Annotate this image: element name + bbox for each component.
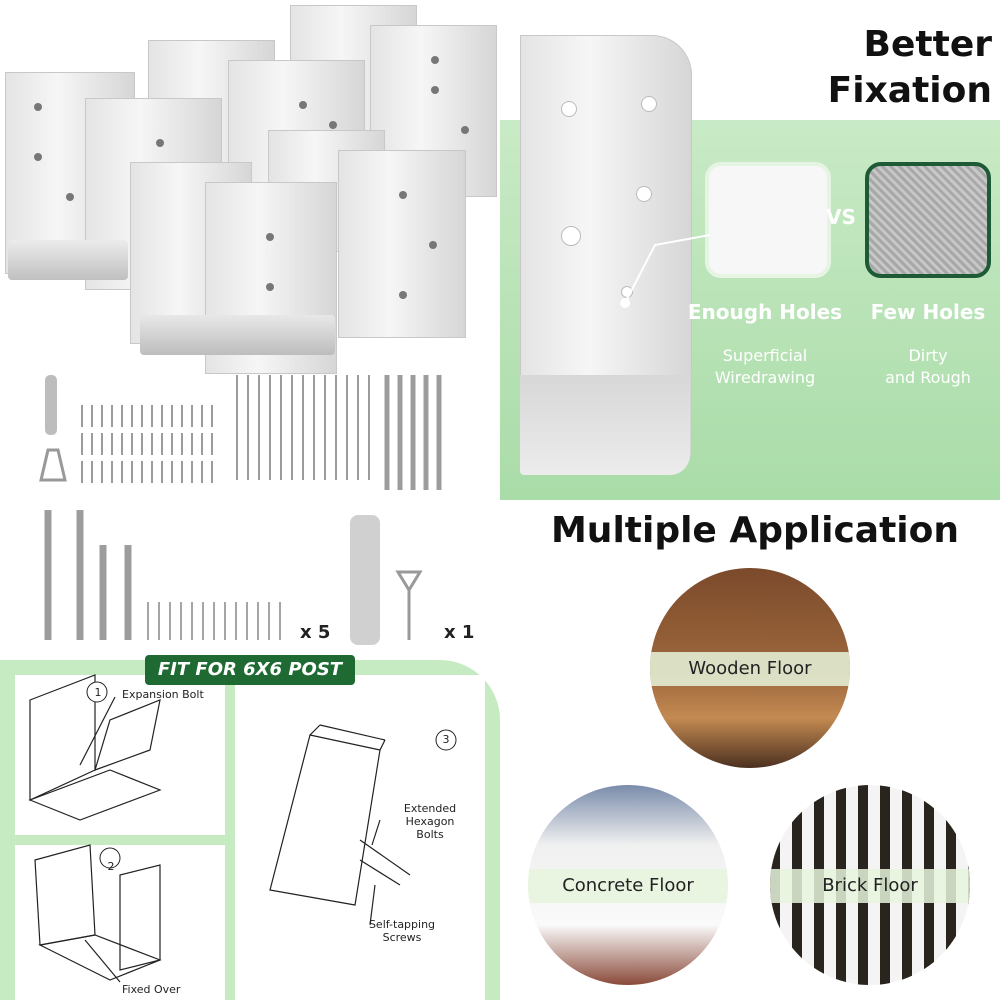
self-tapping-callout: Self-tapping Screws xyxy=(362,918,442,944)
step3-number: 3 xyxy=(442,733,450,746)
fit-post-badge: FIT FOR 6X6 POST xyxy=(145,655,355,685)
fixation-heading-line1: Better xyxy=(863,24,992,65)
fixed-over-callout: Fixed Over xyxy=(122,983,181,996)
hexagon-callout-line1: Extended Hexagon xyxy=(403,802,457,828)
step2-number: 2 xyxy=(107,860,115,873)
concrete-floor-label: Concrete Floor xyxy=(528,869,728,903)
brick-floor-label: Brick Floor xyxy=(770,869,970,903)
few-holes-title: Few Holes xyxy=(870,300,986,324)
enough-holes-sample xyxy=(705,162,831,278)
tools-quantity: x 1 xyxy=(444,622,475,643)
vs-label: VS xyxy=(826,205,856,229)
enough-holes-title: Enough Holes xyxy=(687,300,843,324)
self-tapping-line1: Self-tapping xyxy=(368,918,436,931)
hexagon-bolts-callout: Extended Hexagon Bolts xyxy=(380,802,480,841)
fixation-heading-line2: Fixation xyxy=(827,70,992,111)
wooden-floor-label: Wooden Floor xyxy=(650,652,850,686)
few-holes-sample xyxy=(865,162,991,278)
enough-holes-sub2: Wiredrawing xyxy=(714,368,816,387)
wooden-floor-circle: Wooden Floor xyxy=(650,568,850,768)
few-holes-sub1: Dirty xyxy=(908,346,948,365)
big-bracket-image xyxy=(500,35,692,495)
few-holes-sub2: and Rough xyxy=(885,368,971,387)
brick-floor-circle: Brick Floor xyxy=(770,785,970,985)
diagram-drawings xyxy=(28,674,457,983)
diagram-step3 xyxy=(235,675,485,1000)
step1-number: 1 xyxy=(94,686,102,699)
application-heading: Multiple Application xyxy=(550,510,960,551)
enough-holes-sub: Superficial Wiredrawing xyxy=(685,345,845,389)
few-holes-sub: Dirty and Rough xyxy=(848,345,1000,389)
hardware-image xyxy=(0,365,500,650)
self-tapping-line2: Screws xyxy=(382,931,422,944)
hexagon-callout-line2: Bolts xyxy=(416,828,444,841)
concrete-floor-circle: Concrete Floor xyxy=(528,785,728,985)
callout-line xyxy=(620,234,711,308)
expansion-bolt-callout: Expansion Bolt xyxy=(122,688,204,701)
bracket-set-image xyxy=(0,0,500,374)
screws-quantity: x 5 xyxy=(300,622,331,643)
fixation-heading: Better Fixation xyxy=(760,22,992,114)
enough-holes-sub1: Superficial xyxy=(722,346,808,365)
